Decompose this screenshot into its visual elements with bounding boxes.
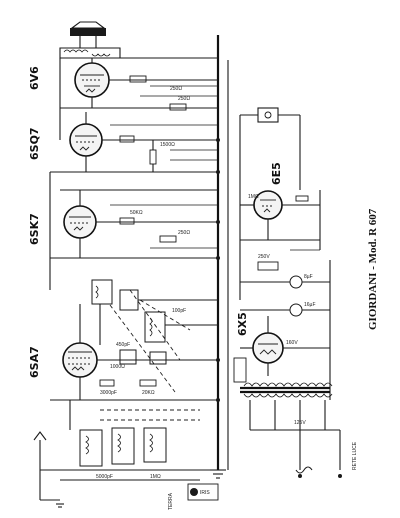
label-450pf: 450pF [116,342,130,348]
tube-label-6sq7: 6SQ7 [28,127,41,160]
ground-icon [210,469,226,479]
label-1meg-eye: 1MΩ [248,194,259,200]
label-8mf: 8µF [304,274,313,280]
label-1000-ohm: 1000Ω [110,364,125,370]
label-100pf: 100pF [172,308,186,314]
power-transformer [240,382,340,431]
pilot-lamp [239,107,301,300]
svg-text:IRIS: IRIS [200,490,210,496]
label-250v: 250V [258,254,270,260]
tube-label-6v6: 6V6 [28,66,41,90]
tube-label-6sk7: 6SK7 [28,213,41,245]
label-50k: 50KΩ [130,210,143,216]
tube-6sq7 [69,123,103,157]
label-ac-line: RETE LUCE [352,441,358,470]
rf-coil-assembly [91,279,218,393]
label-terra: TERRA [168,492,174,510]
schematic-title: GIORDANI - Mod. R 607 [367,208,379,330]
label-250-ohm-b: 250Ω [178,230,190,236]
label-1500-ohm: 1500Ω [160,142,175,148]
wiring-6sk7 [49,172,220,290]
label-1meg: 1MΩ [150,474,161,480]
label-3000pf: 3000pF [100,390,117,396]
tube-label-6x5: 6X5 [236,312,249,336]
label-125v: 125V [294,420,306,426]
stamp-logo: IRIS [187,483,219,501]
label-160v: 160V [286,340,298,346]
tube-label-6e5: 6E5 [270,162,283,185]
label-20k: 20KΩ [142,390,155,396]
label-250-ohm-c: 250Ω [170,86,182,92]
wiring-6e5 [240,190,321,251]
label-16mf: 16µF [304,302,316,308]
tube-6sa7 [62,342,98,378]
tube-label-6sa7: 6SA7 [28,346,41,378]
wiring-6sa7 [50,304,220,430]
filter-section [240,260,331,400]
loudspeaker-icon [70,21,106,48]
tube-6v6 [74,62,110,98]
label-250-ohm-a: 250Ω [178,96,190,102]
wiring-6x5 [233,316,330,383]
label-5000pf: 5000pF [96,474,113,480]
tube-6x5 [252,332,284,364]
wiring-6v6 [59,57,218,140]
tube-6sk7 [63,205,97,239]
antenna-input [33,409,218,508]
mains-input [295,430,342,478]
wiring-6sq7 [50,112,220,174]
